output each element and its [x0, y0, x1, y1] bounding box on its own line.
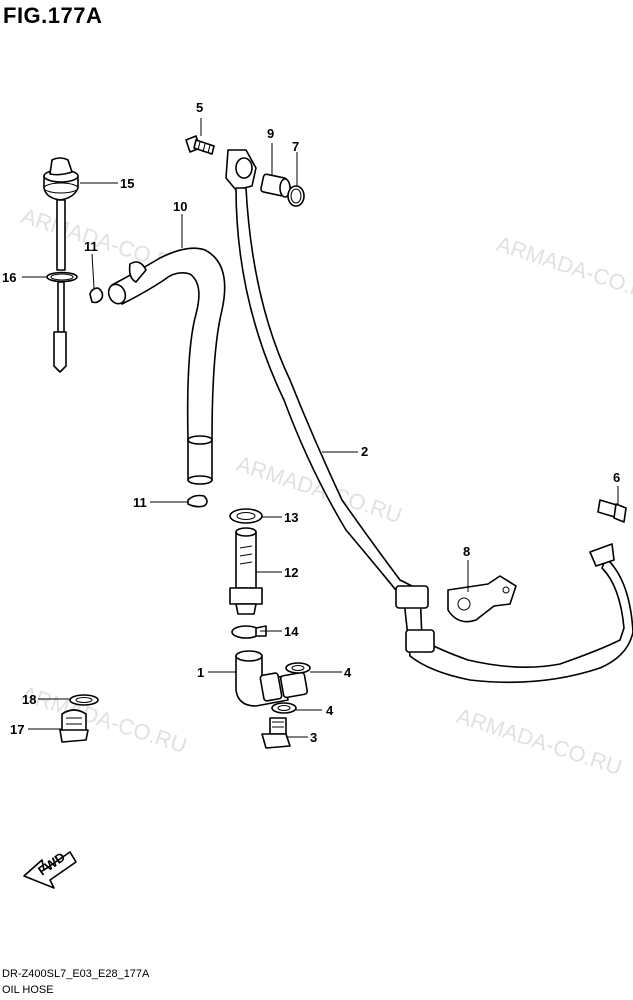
gasket-13 — [229, 508, 263, 524]
watermark-5: ARMADA-CO.RU — [453, 703, 625, 780]
leader-lines — [22, 118, 619, 738]
callout-11-bottom: 11 — [133, 495, 147, 510]
fwd-direction-arrow: FWD — [23, 849, 77, 889]
callout-7: 7 — [292, 139, 299, 154]
callout-9: 9 — [267, 126, 274, 141]
callout-17: 17 — [10, 722, 24, 737]
callout-2: 2 — [361, 444, 368, 459]
callout-6: 6 — [613, 470, 620, 485]
callout-12: 12 — [284, 565, 298, 580]
callout-4-top: 4 — [344, 665, 352, 680]
washers-4 — [271, 662, 311, 714]
elbow-hose-1 — [235, 650, 309, 707]
union-bolt-5 — [185, 135, 215, 155]
callout-18: 18 — [22, 692, 36, 707]
figure-code: DR-Z400SL7_E03_E28_177A — [2, 968, 150, 980]
callout-14: 14 — [284, 624, 299, 639]
clamps-11 — [89, 287, 208, 508]
callout-5: 5 — [196, 100, 203, 115]
union-bolt-3 — [261, 717, 291, 749]
figure-name: OIL HOSE — [2, 984, 54, 996]
callout-13: 13 — [284, 510, 298, 525]
oil-dipstick — [43, 157, 79, 373]
callout-8: 8 — [463, 544, 470, 559]
union-12 — [229, 527, 263, 615]
o-ring-7 — [287, 185, 305, 207]
figure-title: FIG.177A — [3, 3, 103, 28]
callout-4-bottom: 4 — [326, 703, 334, 718]
bolt-6 — [597, 499, 627, 523]
callouts: 5 9 7 15 10 11 16 2 6 11 13 8 12 14 1 4 … — [2, 100, 620, 745]
callout-3: 3 — [310, 730, 317, 745]
callout-15: 15 — [120, 176, 134, 191]
oil-hose-2 — [225, 149, 633, 684]
clamp-14 — [231, 625, 267, 639]
watermark-2: ARMADA-CO.RU — [493, 231, 633, 308]
callout-10: 10 — [173, 199, 187, 214]
drain-plug-17 — [59, 709, 89, 743]
callout-1: 1 — [197, 665, 204, 680]
callout-11-top: 11 — [84, 239, 98, 254]
bracket-8 — [447, 575, 517, 623]
breather-hose-10 — [107, 247, 226, 485]
gasket-18 — [69, 694, 99, 706]
watermark-4: ARMADA-CO.RU — [18, 681, 190, 758]
pipe-9 — [260, 173, 291, 198]
callout-16: 16 — [2, 270, 16, 285]
